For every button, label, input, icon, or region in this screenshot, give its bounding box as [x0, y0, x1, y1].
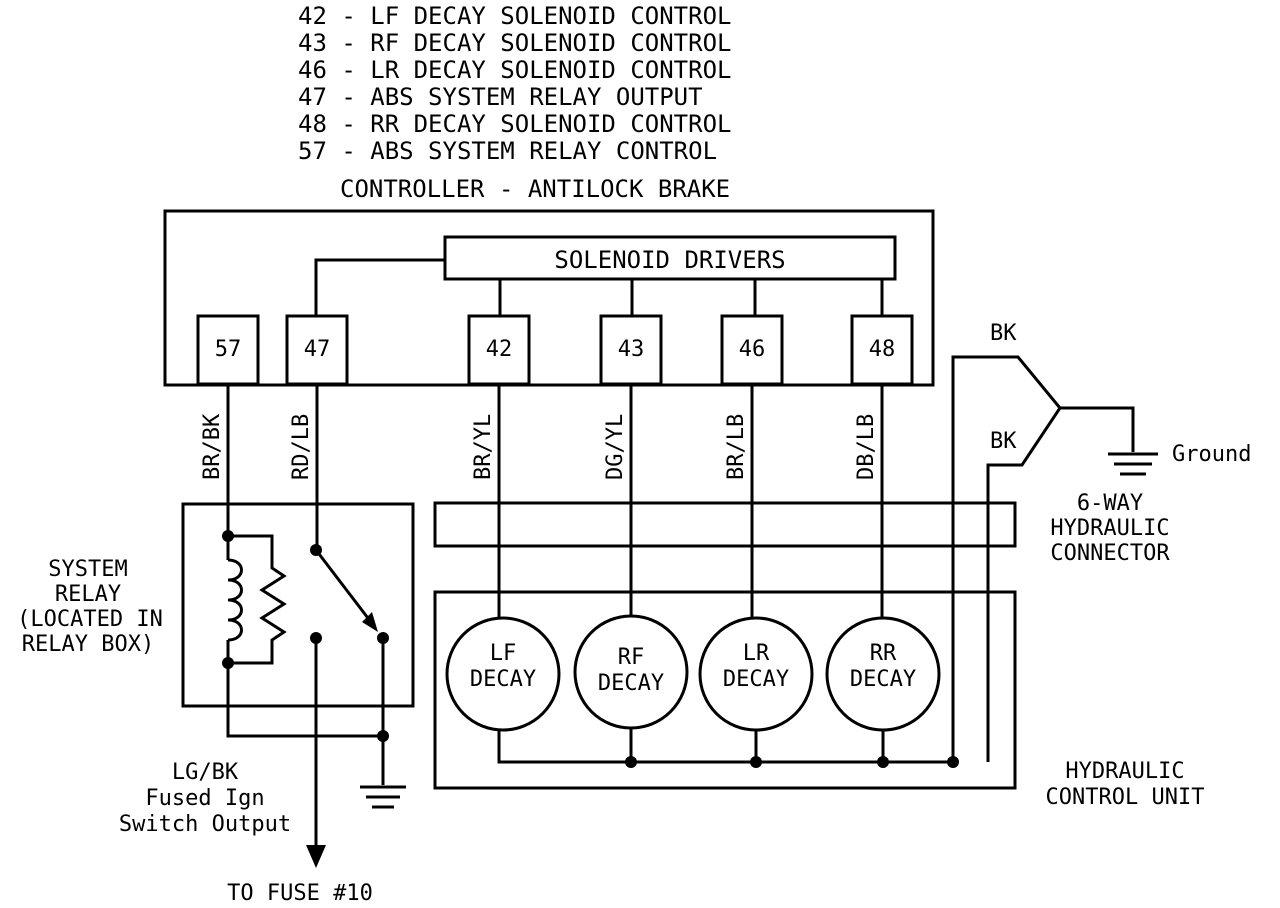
- pin-42: [467, 314, 531, 386]
- hcu-label-line: CONTROL UNIT: [1046, 785, 1205, 810]
- legend-line: 57 - ABS SYSTEM RELAY CONTROL: [298, 137, 717, 165]
- pin-label: 43: [618, 337, 645, 362]
- legend-line: 46 - LR DECAY SOLENOID CONTROL: [298, 56, 731, 84]
- bk-label: BK: [990, 321, 1017, 346]
- wire-color-label: DG/YL: [603, 414, 628, 480]
- solenoid-label: DECAY: [470, 667, 536, 692]
- hydraulic-connector-bar: [433, 501, 1017, 548]
- connector-label-line: HYDRAULIC: [1050, 516, 1169, 541]
- connector-label: 6-WAY HYDRAULIC CONNECTOR: [1050, 491, 1170, 566]
- solenoid-label: RF: [618, 645, 645, 670]
- relay-resistor: [228, 534, 287, 665]
- pin-label: 48: [869, 337, 896, 362]
- solenoid-rr: RR DECAY: [825, 616, 941, 732]
- solenoid-coil: [445, 616, 561, 732]
- fused-label-line: Switch Output: [119, 812, 291, 837]
- bk-label: BK: [990, 429, 1017, 454]
- ground-icon: [1108, 452, 1158, 476]
- relay-label-line: RELAY BOX): [22, 632, 154, 657]
- wire-color-label: DB/LB: [854, 414, 879, 480]
- pin-label: 46: [739, 337, 766, 362]
- ground-icon: [360, 785, 406, 809]
- solenoid-lf: LF DECAY: [445, 616, 561, 732]
- fused-ignition-label: LG/BK Fused Ign Switch Output: [119, 760, 291, 837]
- bus-junction: [947, 756, 959, 768]
- wire-color-label: RD/LB: [289, 414, 314, 480]
- solenoid-label: DECAY: [723, 667, 789, 692]
- pin-48: [850, 314, 914, 386]
- wire-color-label: BR/YL: [471, 414, 496, 480]
- hydraulic-control-unit-box: [433, 590, 1017, 790]
- bus-junction: [877, 756, 889, 768]
- system-relay-box: [181, 502, 415, 708]
- solenoid-return-bus: [497, 728, 953, 764]
- ground-wire-to-ground: [1060, 406, 1135, 452]
- solenoid-label: RR: [870, 641, 897, 666]
- relay-switch-arrow: [362, 612, 378, 632]
- solenoid-rf: RF DECAY: [573, 614, 689, 730]
- pin-label: 42: [486, 337, 513, 362]
- arrow-down-icon: [306, 845, 326, 868]
- solenoid-label: DECAY: [850, 667, 916, 692]
- solenoid-lr: LR DECAY: [698, 616, 814, 732]
- legend-line: 47 - ABS SYSTEM RELAY OUTPUT: [298, 83, 703, 111]
- fused-label-line: LG/BK: [172, 760, 239, 785]
- solenoid-label: LR: [743, 641, 770, 666]
- legend-line: 48 - RR DECAY SOLENOID CONTROL: [298, 110, 731, 138]
- relay-label-line: RELAY: [55, 582, 121, 607]
- solenoid-drivers-label: SOLENOID DRIVERS: [554, 246, 785, 274]
- controller-pins: 57 47 42 43 46 48: [196, 314, 914, 386]
- legend-line: 43 - RF DECAY SOLENOID CONTROL: [298, 29, 731, 57]
- fuse-label: TO FUSE #10: [227, 881, 373, 906]
- connector-label-line: 6-WAY: [1077, 491, 1143, 516]
- system-relay-label: SYSTEM RELAY (LOCATED IN RELAY BOX): [17, 557, 163, 657]
- bus-junction: [750, 756, 762, 768]
- ground-label: Ground: [1172, 442, 1251, 467]
- pin-label: 57: [215, 337, 242, 362]
- relay-coil: [227, 558, 243, 642]
- solenoid-label: LF: [490, 641, 517, 666]
- connector-label-line: CONNECTOR: [1050, 541, 1170, 566]
- hcu-label: HYDRAULIC CONTROL UNIT: [1046, 759, 1205, 810]
- solenoid-label: DECAY: [598, 671, 664, 696]
- pin-legend: 42 - LF DECAY SOLENOID CONTROL 43 - RF D…: [298, 2, 731, 165]
- pin-47: [285, 314, 349, 386]
- relay-label-line: (LOCATED IN: [17, 607, 163, 632]
- wire-color-label: BR/LB: [724, 414, 749, 480]
- wire-color-label: BR/BK: [200, 413, 225, 480]
- controller-title: CONTROLLER - ANTILOCK BRAKE: [340, 175, 730, 203]
- bus-junction: [625, 756, 637, 768]
- ground-bk-wires: [951, 355, 1062, 762]
- relay-switch-arm: [314, 549, 376, 627]
- legend-line: 42 - LF DECAY SOLENOID CONTROL: [298, 2, 731, 30]
- pin-57: [196, 314, 260, 386]
- relay-ground-wire: [226, 638, 385, 738]
- pin-label: 47: [304, 337, 331, 362]
- driver-output-wires: [498, 279, 884, 316]
- solenoid-drivers-box: [443, 235, 897, 281]
- relay-label-line: SYSTEM: [48, 557, 127, 582]
- hcu-label-line: HYDRAULIC: [1065, 759, 1184, 784]
- driver-to-pin47-wire: [314, 258, 445, 316]
- wire-color-labels: BR/BK RD/LB BR/YL DG/YL BR/LB DB/LB: [200, 413, 879, 480]
- fused-label-line: Fused Ign: [145, 786, 264, 811]
